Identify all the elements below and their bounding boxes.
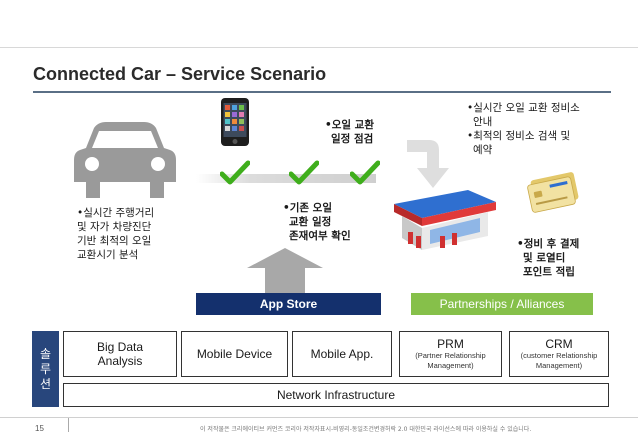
smartphone-icon (221, 98, 249, 146)
box-title: CRM (545, 337, 573, 351)
credit-card-icon (527, 172, 579, 213)
box-subtitle: Management) (427, 361, 474, 370)
note-line: 교환 일정 (289, 216, 332, 228)
solution-label-char: 션 (39, 376, 52, 391)
box-title: PRM (437, 337, 464, 351)
solution-label-char: 솔 (39, 346, 52, 361)
box-subtitle: (customer Relationship (520, 351, 598, 360)
check-icon (289, 160, 319, 185)
title-rule (33, 91, 611, 93)
note-line: 일정 점검 (331, 133, 374, 145)
box-title: Mobile App. (310, 347, 374, 361)
note-line: 예약 (473, 144, 493, 156)
solution-label-char: 루 (39, 361, 52, 376)
car-icon (74, 122, 176, 198)
note-driving-analysis: •실시간 주행거리 및 자가 차량진단 기반 최적의 오일 교환시기 분석 (77, 206, 154, 262)
timeline-bar (196, 174, 376, 183)
page-title: Connected Car – Service Scenario (33, 64, 327, 84)
up-arrow-icon (247, 248, 323, 293)
prm-box: PRM (Partner Relationship Management) (399, 331, 502, 377)
box-subtitle: Management) (535, 361, 583, 370)
note-line: •최적의 정비소 검색 및 (467, 130, 571, 142)
note-station-guidance: •실시간 오일 교환 정비소 안내 •최적의 정비소 검색 및 예약 (467, 101, 580, 157)
check-icon (220, 160, 250, 185)
note-line: •실시간 주행거리 (77, 207, 155, 219)
note-line: 및 자가 차량진단 (77, 221, 152, 233)
footer-divider (0, 417, 638, 418)
box-title: Analysis (97, 354, 143, 368)
note-line: 존재여부 확인 (289, 230, 351, 242)
copyright-notice: 이 저작물은 크리에이티브 커먼즈 코리아 저작자표시-비영리-동일조건변경허락… (200, 426, 532, 433)
note-line: 교환시기 분석 (77, 249, 139, 261)
note-payment-points: •정비 후 결제 및 로열티 포인트 적립 (517, 237, 579, 279)
note-line: 기반 최적의 오일 (77, 235, 152, 247)
note-line: 포인트 적립 (523, 266, 575, 278)
mobile-app-box: Mobile App. (292, 331, 392, 377)
solution-label: 솔 루 션 (32, 331, 59, 407)
box-title: Big Data (96, 340, 144, 354)
big-data-box: Big Data Analysis (63, 331, 177, 377)
box-subtitle: (Partner Relationship (415, 351, 486, 360)
note-line: •기존 오일 (283, 202, 333, 214)
network-infrastructure-box: Network Infrastructure (63, 383, 609, 407)
mobile-device-box: Mobile Device (181, 331, 288, 377)
top-divider (0, 47, 638, 48)
check-icon (350, 160, 380, 185)
page-number: 15 (35, 424, 44, 433)
box-title: Network Infrastructure (276, 388, 396, 402)
box-title: Mobile Device (196, 347, 273, 361)
crm-box: CRM (customer Relationship Management) (509, 331, 609, 377)
note-line: •오일 교환 (325, 119, 375, 131)
shop-icon (394, 190, 496, 250)
note-oil-schedule-check: •오일 교환 일정 점검 (325, 118, 374, 146)
footer-separator (68, 418, 69, 432)
note-line: •실시간 오일 교환 정비소 (467, 102, 580, 114)
note-line: •정비 후 결제 (517, 238, 580, 250)
curved-arrow-icon (407, 140, 449, 188)
app-store-banner: App Store (196, 293, 381, 315)
note-line: 및 로열티 (523, 252, 566, 264)
partnerships-banner: Partnerships / Alliances (411, 293, 593, 315)
note-line: 안내 (473, 116, 493, 128)
note-existing-schedule: •기존 오일 교환 일정 존재여부 확인 (283, 201, 351, 243)
